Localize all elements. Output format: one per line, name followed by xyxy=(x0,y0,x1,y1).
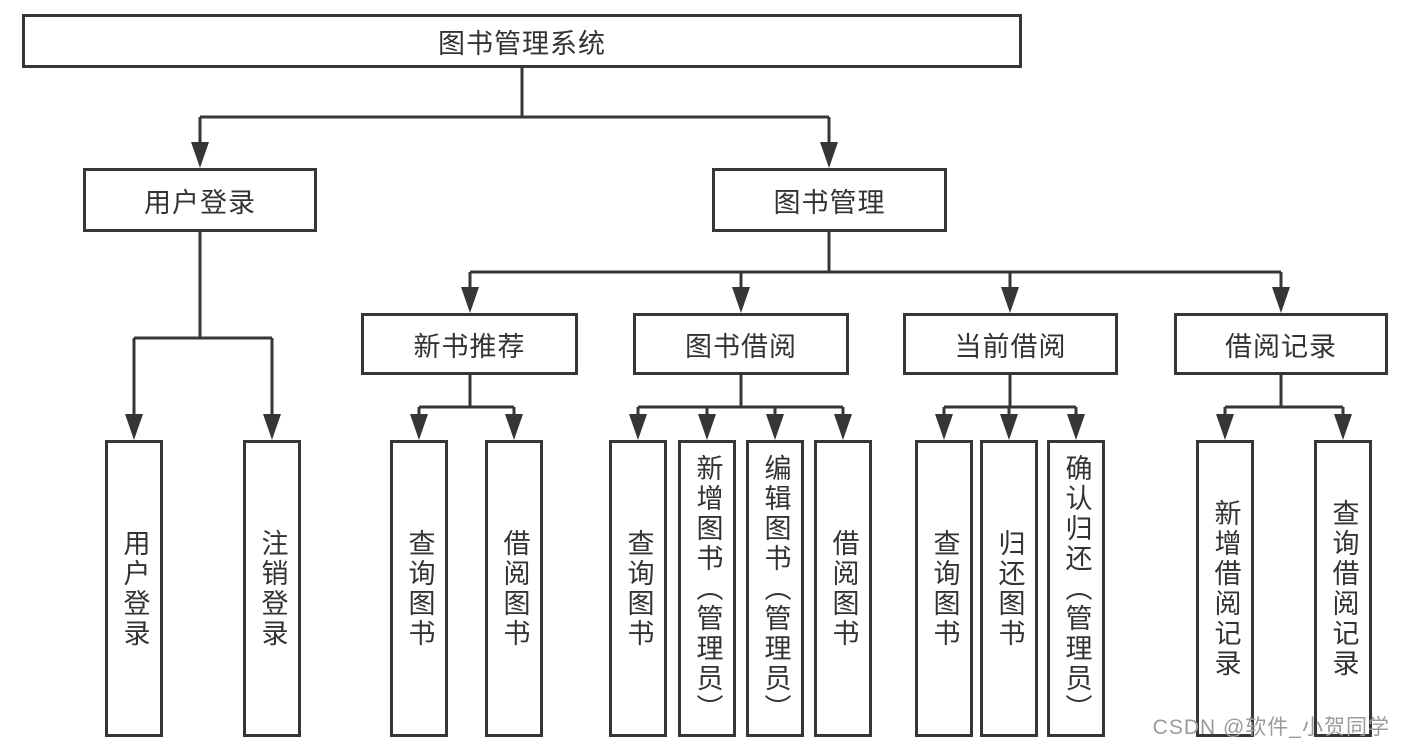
leaf-records-add-record: 新增借阅记录 xyxy=(1196,440,1254,737)
node-borrowing-records: 借阅记录 xyxy=(1174,313,1388,375)
node-new-book-recommend: 新书推荐 xyxy=(361,313,578,375)
leaf-borrowing-borrow-books: 借阅图书 xyxy=(814,440,872,737)
leaf-records-query-record: 查询借阅记录 xyxy=(1314,440,1372,737)
leaf-current-confirm-return-admin: 确认归还（管理员） xyxy=(1047,440,1105,737)
leaf-current-query-books: 查询图书 xyxy=(915,440,973,737)
node-user-login: 用户登录 xyxy=(83,168,317,232)
leaf-borrowing-add-books-admin: 新增图书（管理员） xyxy=(678,440,736,737)
node-book-borrowing: 图书借阅 xyxy=(633,313,849,375)
node-book-management: 图书管理 xyxy=(712,168,947,232)
watermark-text: CSDN @软件_小贺同学 xyxy=(1152,716,1390,739)
leaf-borrowing-edit-books-admin: 编辑图书（管理员） xyxy=(746,440,804,737)
node-current-borrowing: 当前借阅 xyxy=(903,313,1118,375)
leaf-recommend-borrow-books: 借阅图书 xyxy=(485,440,543,737)
leaf-borrowing-query-books: 查询图书 xyxy=(609,440,667,737)
leaf-logout: 注销登录 xyxy=(243,440,301,737)
node-book-management-system: 图书管理系统 xyxy=(22,14,1022,68)
leaf-user-login: 用户登录 xyxy=(105,440,163,737)
connector-paths xyxy=(132,66,1345,436)
leaf-current-return-books: 归还图书 xyxy=(980,440,1038,737)
leaf-recommend-query-books: 查询图书 xyxy=(390,440,448,737)
